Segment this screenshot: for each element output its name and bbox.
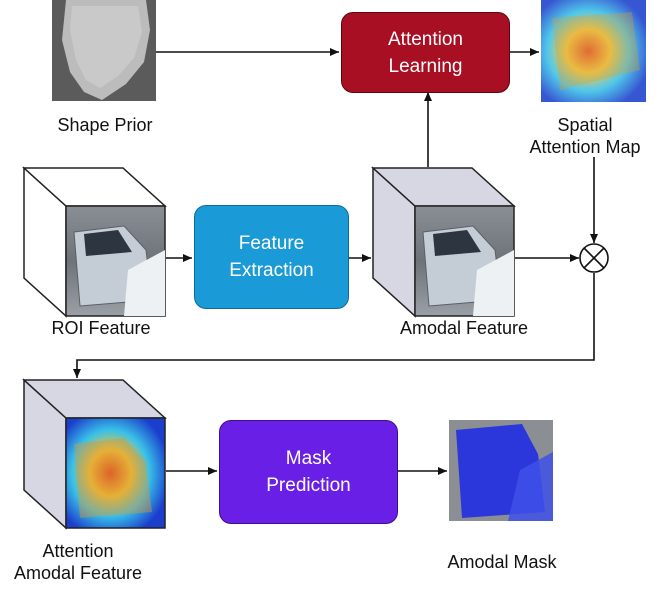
- spatial-attention-map-line2: Attention Map: [529, 137, 641, 157]
- attention-amodal-feature-line1: Attention: [42, 541, 114, 561]
- mask-prediction-line2: Prediction: [266, 475, 351, 496]
- mask-prediction-line1: Mask: [285, 448, 332, 469]
- spatial-attention-map-image: [541, 0, 646, 102]
- spatial-attention-map-line1: Spatial: [557, 115, 613, 135]
- amodal-feature-cube: [371, 166, 516, 318]
- feature-extraction-line2: Extraction: [229, 260, 314, 281]
- shape-prior-image: [52, 0, 156, 101]
- roi-feature-label: ROI Feature: [51, 318, 151, 338]
- shape-prior-label: Shape Prior: [57, 115, 153, 135]
- attention-learning-box: Attention Learning: [341, 12, 510, 93]
- attention-amodal-feature-label: Attention Amodal Feature: [0, 540, 156, 584]
- edge-multiply-to-attention-amodal: [73, 273, 595, 378]
- attention-amodal-feature-cube: [22, 378, 167, 530]
- attention-amodal-feature-line2: Amodal Feature: [13, 563, 143, 583]
- attention-learning-line1: Attention: [388, 28, 463, 50]
- amodal-mask-label: Amodal Mask: [447, 552, 557, 572]
- roi-feature-cube: [22, 166, 167, 318]
- feature-extraction-line1: Feature: [238, 233, 305, 254]
- attention-learning-line2: Learning: [388, 55, 463, 77]
- multiply-operator: [579, 243, 609, 273]
- amodal-feature-label: Amodal Feature: [399, 318, 529, 338]
- amodal-mask-image: [449, 420, 553, 521]
- mask-prediction-box: Mask Prediction: [219, 420, 398, 524]
- feature-extraction-box: Feature Extraction: [194, 205, 349, 309]
- spatial-attention-map-label: Spatial Attention Map: [508, 114, 662, 158]
